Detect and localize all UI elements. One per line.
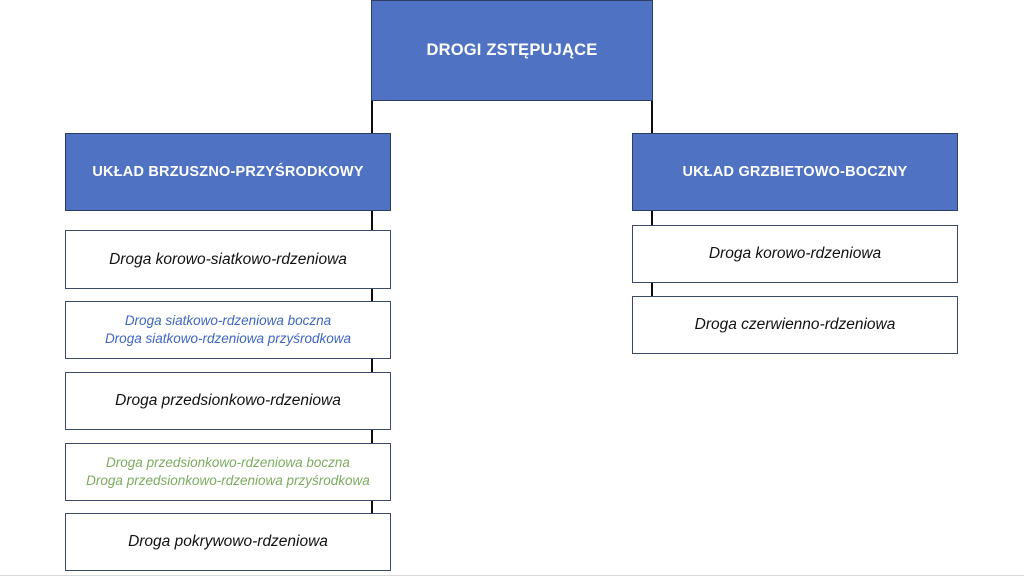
node-left-item-1-label: Droga korowo-siatkowo-rdzeniowa [109, 250, 347, 268]
connector-left-item-1-to-item-2 [371, 289, 374, 305]
node-root[interactable]: DROGI ZSTĘPUJĄCE [371, 0, 653, 101]
connector-left-header-to-item-1 [371, 211, 374, 230]
node-left-item-4-line-1: Droga przedsionkowo-rdzeniowa boczna [106, 454, 350, 470]
node-left-item-5-label: Droga pokrywowo-rdzeniowa [128, 533, 328, 551]
connector-right-header-to-item-1 [651, 211, 654, 230]
node-left-item-2-line-1: Droga siatkowo-rdzeniowa boczna [124, 312, 332, 328]
node-left-item-4-line-2: Droga przedsionkowo-rdzeniowa przyśrodko… [86, 473, 370, 488]
connector-root-to-left-branch [371, 101, 374, 134]
node-left-item-1[interactable]: Droga korowo-siatkowo-rdzeniowa [65, 230, 391, 289]
connector-left-item-3-to-item-4 [371, 430, 374, 446]
node-left-item-3-label: Droga przedsionkowo-rdzeniowa [115, 392, 341, 410]
node-root-label: DROGI ZSTĘPUJĄCE [426, 40, 598, 59]
node-right-item-1[interactable]: Droga korowo-rdzeniowa [632, 225, 958, 283]
connector-left-item-2-to-item-3 [371, 359, 374, 375]
branch-header-label-right: UKŁAD GRZBIETOWO-BOCZNY [682, 163, 908, 180]
node-right-item-2-label: Droga czerwienno-rdzeniowa [694, 316, 896, 334]
node-left-item-3[interactable]: Droga przedsionkowo-rdzeniowa [65, 372, 391, 430]
node-left-item-2-line-2: Droga siatkowo-rdzeniowa przyśrodkowa [104, 331, 352, 346]
branch-header-label-left: UKŁAD BRZUSZNO-PRZYŚRODKOWY [92, 163, 364, 180]
connector-right-item-1-to-item-2 [651, 283, 654, 299]
node-right-item-2[interactable]: Droga czerwienno-rdzeniowa [632, 296, 958, 354]
node-right-item-1-label: Droga korowo-rdzeniowa [708, 245, 882, 263]
node-left-item-4-label: Droga przedsionkowo-rdzeniowa boczna Dro… [86, 454, 370, 490]
node-branch-header-grzbietowo-boczny[interactable]: UKŁAD GRZBIETOWO-BOCZNY [632, 133, 958, 211]
node-branch-header-brzuszno-przysrodkowy[interactable]: UKŁAD BRZUSZNO-PRZYŚRODKOWY [65, 133, 391, 211]
bottom-divider [0, 575, 1024, 576]
connector-left-item-4-to-item-5 [371, 501, 374, 515]
node-left-item-5[interactable]: Droga pokrywowo-rdzeniowa [65, 513, 391, 571]
node-left-item-4[interactable]: Droga przedsionkowo-rdzeniowa boczna Dro… [65, 443, 391, 501]
node-left-item-2[interactable]: Droga siatkowo-rdzeniowa boczna Droga si… [65, 301, 391, 359]
node-left-item-2-label: Droga siatkowo-rdzeniowa boczna Droga si… [105, 312, 351, 348]
connector-root-to-right-branch [651, 101, 654, 134]
